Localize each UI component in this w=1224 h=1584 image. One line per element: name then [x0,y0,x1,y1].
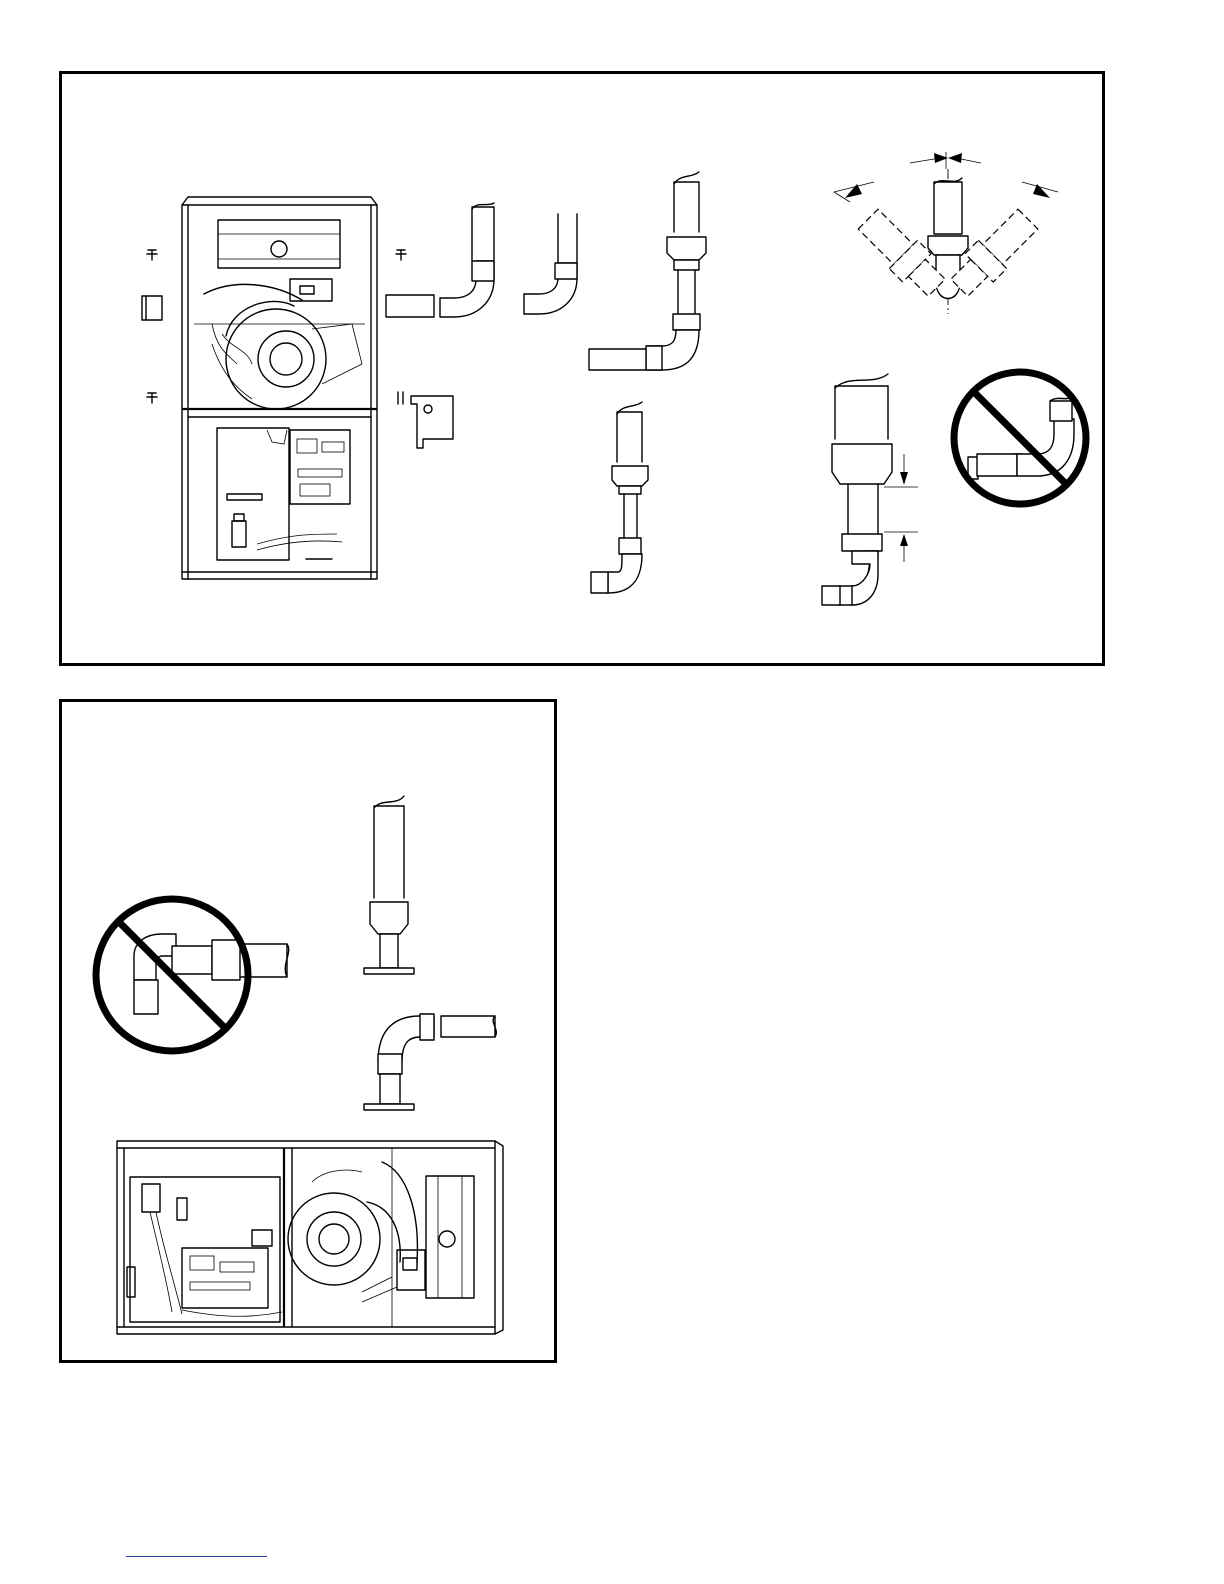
arrow-icon [948,153,962,163]
figure-bottom-drawing [62,702,554,1360]
vent-pipe-coupling-elbow [591,402,648,593]
figure-bottom [59,699,557,1363]
vent-pipe-short-elbow [524,214,577,314]
arrow-icon [900,534,908,546]
vent-pipe-dimensioned [822,374,918,605]
prohibited-elbow [96,899,289,1051]
figure-top-drawing [62,74,1102,663]
arrow-icon [900,472,908,485]
footer-link-underline[interactable] [126,1556,267,1557]
vent-pipe-elbow-flange [364,1014,496,1110]
vent-pipe-vertical-flange [364,796,414,974]
exploded-fittings [386,203,494,317]
arrow-icon [845,184,862,198]
prohibited-horizontal [954,372,1086,504]
furnace-horizontal [117,1141,503,1334]
figure-top [59,71,1105,666]
furnace-upflow [142,197,453,579]
vent-pipe-tall-offset [589,172,706,370]
vent-angle-diagram [834,152,1058,314]
